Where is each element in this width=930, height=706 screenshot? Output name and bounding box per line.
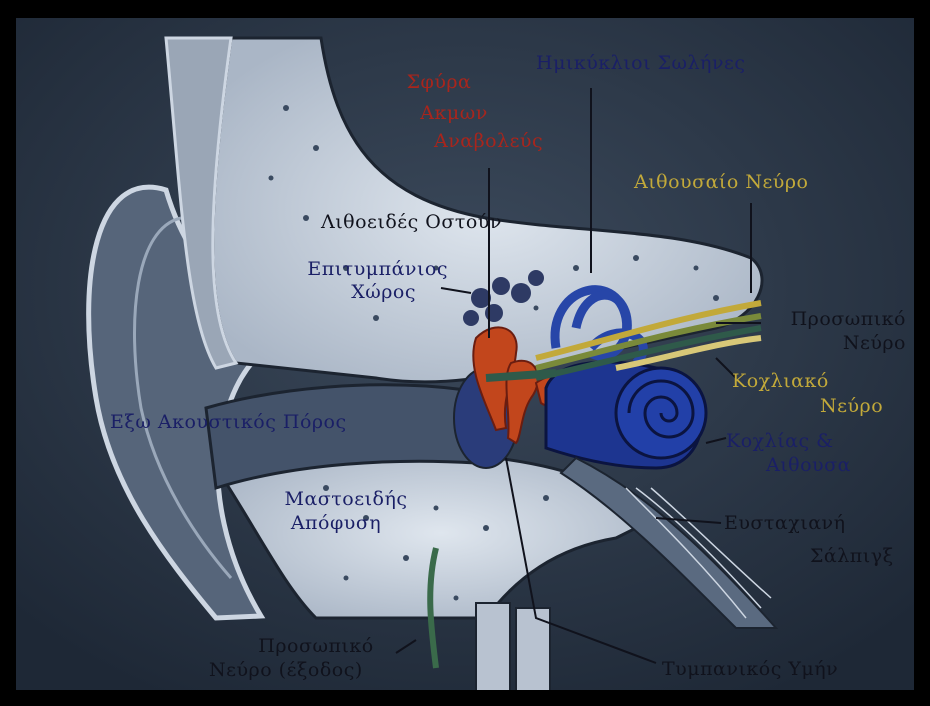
label-external-canal: Εξω Ακουστικός Πόρος: [110, 411, 347, 433]
label-mastoid-1: Μαστοειδής: [276, 488, 416, 510]
label-stapes: Αναβολεύς: [434, 130, 543, 152]
label-incus: Ακμων: [409, 102, 499, 124]
label-facial-nerve-2: Νεύρο: [736, 332, 906, 354]
facial-nerve-green: [486, 373, 556, 378]
label-tympanic-membrane: Τυμπανικός Υμήν: [662, 658, 838, 680]
label-facial-nerve-1: Προσωπικό: [736, 308, 906, 330]
vessel-left: [476, 603, 510, 690]
label-cochlea-1: Κοχλίας &: [726, 430, 834, 452]
label-facial-exit-1: Προσωπικό: [236, 635, 396, 657]
label-facial-exit-2: Νεύρο (έξοδος): [209, 659, 363, 681]
label-cochlear-nerve-1: Κοχλιακό: [732, 370, 829, 392]
label-cochlear-nerve-2: Νεύρο: [820, 395, 883, 417]
label-semicircular-canals: Ημικύκλιοι Σωλήνες: [536, 52, 745, 74]
label-epitympanic-1: Επιτυμπάνιος: [266, 258, 448, 280]
label-eustachian-1: Ευσταχιανή: [724, 512, 845, 534]
label-mastoid-2: Απόφυση: [276, 512, 396, 534]
label-eustachian-2: Σάλπιγξ: [810, 545, 894, 567]
label-epitympanic-2: Χώρος: [266, 281, 416, 303]
label-cochlea-2: Αιθουσα: [766, 454, 851, 476]
ear-anatomy-diagram: Σφύρα Ακμων Αναβολεύς Ημικύκλιοι Σωλήνες…: [16, 18, 914, 690]
label-vestibular-nerve: Αιθουσαίο Νεύρο: [634, 171, 808, 193]
label-petrous-bone: Λιθοειδές Οστούν: [321, 211, 502, 233]
label-malleus: Σφύρα: [399, 71, 479, 93]
cochlea: [546, 362, 706, 468]
